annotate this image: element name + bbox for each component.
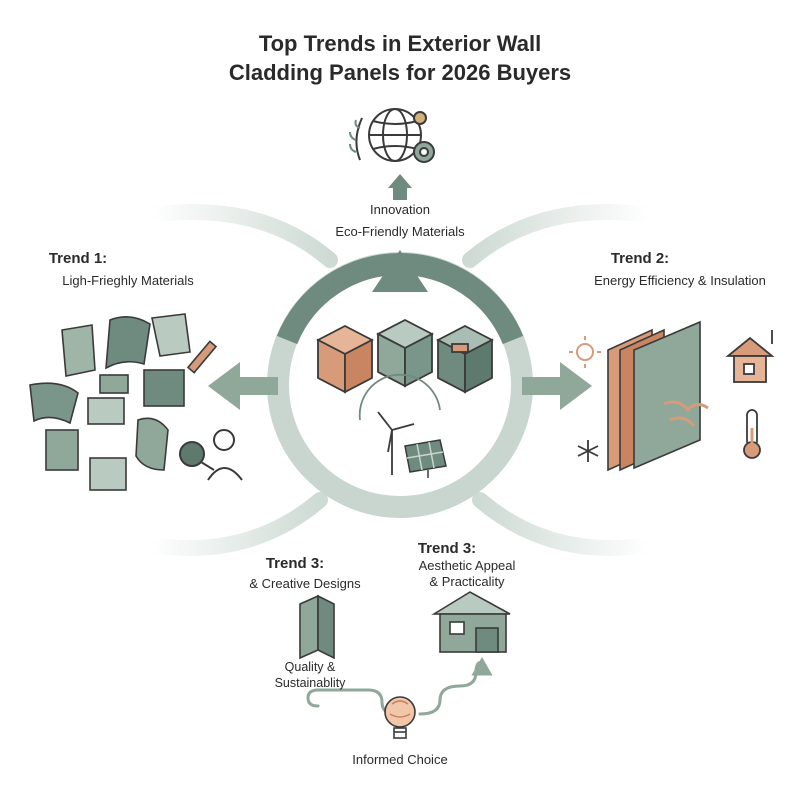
- insulation-panel-stack: [607, 320, 709, 472]
- trend3-right-heading: Trend 3:: [417, 540, 477, 557]
- top-trend-line-2: Eco-Friendly Materials: [335, 224, 465, 240]
- left-material-tiles: [29, 313, 218, 491]
- house-icon: [725, 330, 775, 383]
- bottom-flow-lines: [306, 656, 493, 716]
- wall-panel-icon: [299, 594, 335, 660]
- quality-sustainability-note: Quality & Sustainablity: [250, 660, 370, 691]
- background-swooshes: [142, 204, 658, 556]
- center-material-blocks: [316, 318, 494, 394]
- wind-turbine-icon: [358, 373, 441, 475]
- top-trend: Innovation Eco-Friendly Materials: [300, 202, 500, 241]
- note-line-1: Quality &: [284, 660, 336, 674]
- snowflake-icon: [577, 440, 599, 462]
- trend2-heading: Trend 2:: [610, 250, 670, 267]
- trend3-right-subtitle: Aesthetic Appeal & Practicality: [392, 558, 542, 591]
- brain-bulb-icon: [384, 696, 416, 739]
- trend2-subtitle: Energy Efficiency & Insulation: [594, 273, 766, 288]
- thermometer-icon: [743, 409, 761, 459]
- trend3-left-heading: Trend 3:: [265, 555, 325, 572]
- sun-icon: [569, 336, 601, 368]
- solar-panel-icon: [404, 439, 447, 478]
- globe-gear-icon: [349, 108, 435, 163]
- top-arrow: [388, 174, 412, 200]
- title-line-2: Cladding Panels for 2026 Buyers: [228, 59, 572, 85]
- modern-house-icon: [431, 591, 511, 653]
- magnifier-person-icon: [179, 429, 243, 481]
- trend1-subtitle: Ligh-Frieghly Materials: [62, 273, 194, 288]
- ring-arrow-up: [372, 250, 428, 292]
- trend1-heading: Trend 1:: [48, 250, 108, 267]
- right-arrow: [522, 362, 592, 410]
- left-arrow: [208, 362, 278, 410]
- informed-choice-label: Informed Choice: [352, 752, 448, 767]
- trend3-right-line-2: & Practicality: [429, 574, 505, 590]
- top-trend-line-1: Innovation: [370, 202, 430, 217]
- page-title: Top Trends in Exterior Wall Cladding Pan…: [150, 30, 650, 87]
- trend3-right-line-1: Aesthetic Appeal: [418, 558, 516, 573]
- trend3-left-subtitle: & Creative Designs: [249, 576, 361, 591]
- note-line-2: Sustainablity: [274, 675, 346, 690]
- title-line-1: Top Trends in Exterior Wall: [258, 31, 542, 56]
